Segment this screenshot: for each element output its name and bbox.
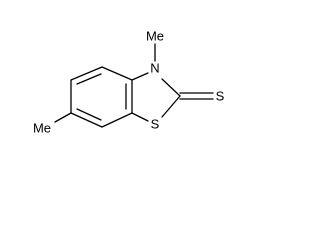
methyl-n-label: Me — [146, 29, 164, 44]
bond-c7-c7a — [101, 112, 133, 128]
bond-c2-s1 — [161, 95, 181, 118]
bond-c6-c7 — [70, 112, 103, 128]
bond-c6-methyl — [54, 112, 72, 123]
atom-thione-sulfur: S — [216, 89, 225, 104]
bond-c3a-c4 — [101, 66, 133, 81]
atom-ring-sulfur: S — [151, 117, 160, 132]
bond-c4-c5 — [70, 66, 103, 81]
bond-n3-c2 — [161, 78, 181, 97]
bond-c6-c7-inner — [76, 108, 102, 121]
atom-nitrogen: N — [150, 61, 159, 76]
bond-c4-c5-inner — [76, 73, 102, 85]
molecule-structure: N S S Me Me — [33, 29, 225, 136]
bond-s1-c7a — [131, 112, 149, 122]
methyl-ring-label: Me — [33, 121, 51, 136]
bond-c3a-n3 — [131, 72, 149, 81]
